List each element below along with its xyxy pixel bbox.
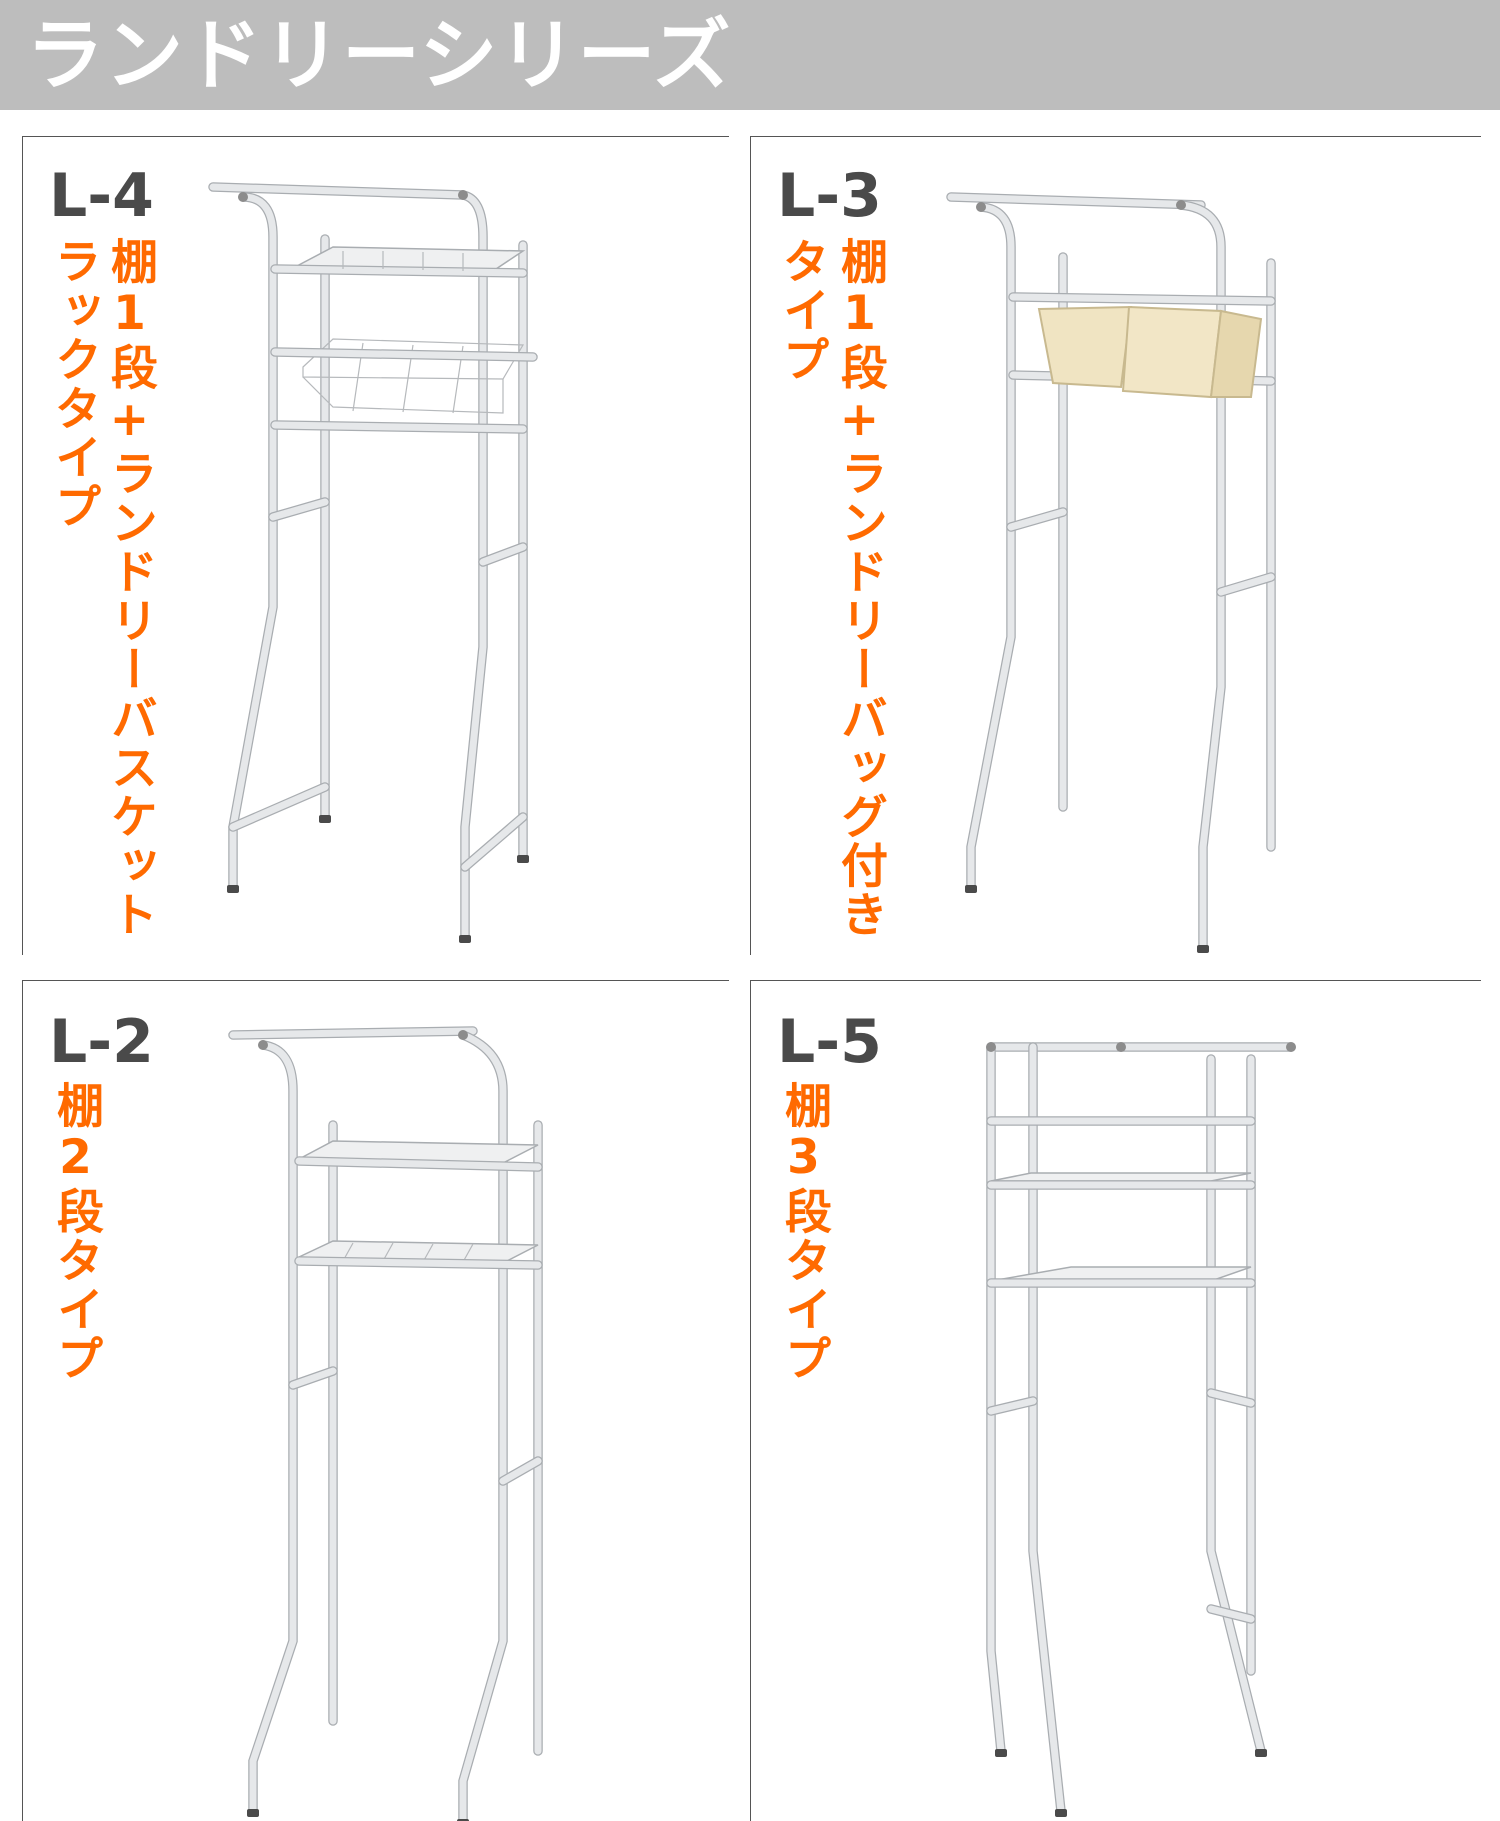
product-description: 棚1段+ランドリーバッグ付き	[832, 237, 887, 939]
model-code: L-3	[777, 161, 882, 231]
laundry-basket	[270, 338, 538, 434]
rack-frame	[228, 1026, 543, 1821]
product-description: 棚3段タイプ	[776, 1081, 831, 1383]
model-code: L-2	[49, 1007, 154, 1077]
banner-title: ランドリーシリーズ	[26, 11, 732, 101]
product-subtype: タイプ	[774, 237, 829, 384]
rack-shelf	[270, 246, 528, 278]
product-card-l2[interactable]: L-2 棚2段タイプ	[22, 980, 729, 1821]
laundry-rack-image	[946, 192, 1276, 953]
laundry-bags	[1037, 305, 1263, 399]
model-code: L-5	[777, 1007, 882, 1077]
product-card-l4[interactable]: L-4 棚1段+ランドリーバスケット ラックタイプ	[22, 136, 729, 955]
product-subtype: ラックタイプ	[46, 237, 101, 531]
rack-shelf-lower	[294, 1240, 543, 1270]
header-banner: ランドリーシリーズ	[0, 0, 1500, 110]
laundry-rack-image	[986, 1042, 1296, 1817]
product-description: 棚1段+ランドリーバスケット	[102, 237, 157, 939]
laundry-rack-image	[228, 1026, 543, 1821]
product-description: 棚2段タイプ	[48, 1081, 103, 1383]
rack-frame	[986, 1042, 1296, 1816]
rack-shelf-upper	[294, 1140, 543, 1172]
rack-frame	[208, 182, 528, 942]
laundry-rack-image	[208, 182, 538, 943]
product-card-l3[interactable]: L-3 棚1段+ランドリーバッグ付き タイプ	[750, 136, 1481, 955]
model-code: L-4	[49, 161, 154, 231]
product-card-l5[interactable]: L-5 棚3段タイプ	[750, 980, 1481, 1821]
